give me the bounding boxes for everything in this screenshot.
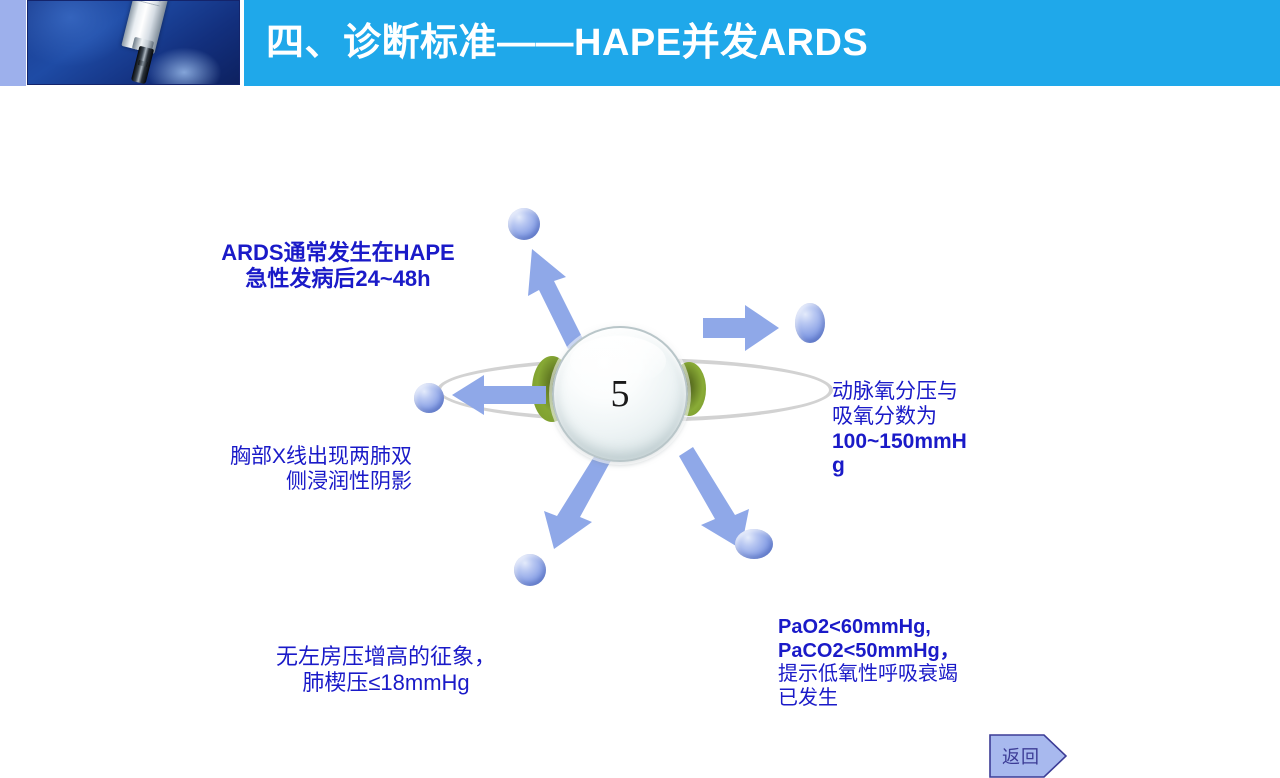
node-label-right-line3: 100~150mmH [832, 429, 967, 453]
return-button[interactable]: 返回 [989, 734, 1067, 778]
node-label-top-line2: 急性发病后24~48h [245, 265, 431, 291]
slide: 四、诊断标准——HAPE并发ARDS [0, 0, 1280, 720]
node-bubble-right[interactable] [795, 303, 825, 343]
node-label-top-line1: ARDS通常发生在HAPE [221, 240, 455, 265]
arrow-up-left-icon [520, 241, 600, 351]
syringe-needle-shape [130, 45, 154, 84]
node-label-bottom-right-line2: PaCO2<50mmHg， [778, 639, 960, 662]
node-label-top: ARDS通常发生在HAPE 急性发病后24~48h [168, 240, 508, 292]
node-label-bottom-right-line3: 提示低氧性呼吸衰竭 [778, 663, 958, 686]
center-sphere: 5 [552, 326, 688, 462]
node-bubble-left[interactable] [414, 383, 444, 413]
radial-diagram: 5 ARDS通常发生在HAPE 急性发病后24~48h 动脉氧分压与 吸氧分数为… [0, 86, 1280, 778]
node-label-right: 动脉氧分压与 吸氧分数为 100~150mmH g [832, 380, 1000, 479]
page-title: 四、诊断标准——HAPE并发ARDS [266, 22, 869, 64]
node-label-left: 胸部X线出现两肺双 侧浸润性阴影 [150, 445, 412, 495]
center-number: 5 [610, 373, 630, 415]
node-label-left-line1: 胸部X线出现两肺双 [229, 445, 412, 468]
node-label-bottom-left-line2: 肺楔压≤18mmHg [302, 669, 470, 695]
node-bubble-bottom-left[interactable] [514, 554, 546, 586]
header-accent-strip [0, 0, 26, 86]
node-label-bottom-right-line4: 已发生 [778, 686, 838, 709]
node-label-bottom-right-line1: PaO2<60mmHg, [778, 616, 931, 638]
header-banner: 四、诊断标准——HAPE并发ARDS [244, 0, 1280, 86]
slide-header: 四、诊断标准——HAPE并发ARDS [0, 0, 1280, 86]
node-label-bottom-right: PaO2<60mmHg, PaCO2<50mmHg， 提示低氧性呼吸衰竭 已发生 [778, 616, 993, 710]
node-label-bottom-left: 无左房压增高的征象， 肺楔压≤18mmHg [236, 644, 536, 696]
node-label-right-line1: 动脉氧分压与 [832, 380, 958, 403]
node-label-right-line4: g [832, 454, 845, 478]
node-bubble-bottom-right[interactable] [735, 529, 773, 559]
arrow-right-icon [703, 303, 781, 353]
arrow-down-left-icon [528, 441, 618, 556]
arrow-down-right-icon [675, 441, 771, 556]
return-button-label: 返回 [1002, 747, 1040, 767]
arrow-left-icon [450, 374, 548, 416]
node-label-right-line2: 吸氧分数为 [832, 404, 937, 428]
node-label-bottom-left-line1: 无左房压增高的征象， [275, 644, 496, 669]
syringe-photo [27, 0, 240, 85]
node-bubble-top[interactable] [508, 208, 540, 240]
node-label-left-line2: 侧浸润性阴影 [286, 469, 412, 493]
